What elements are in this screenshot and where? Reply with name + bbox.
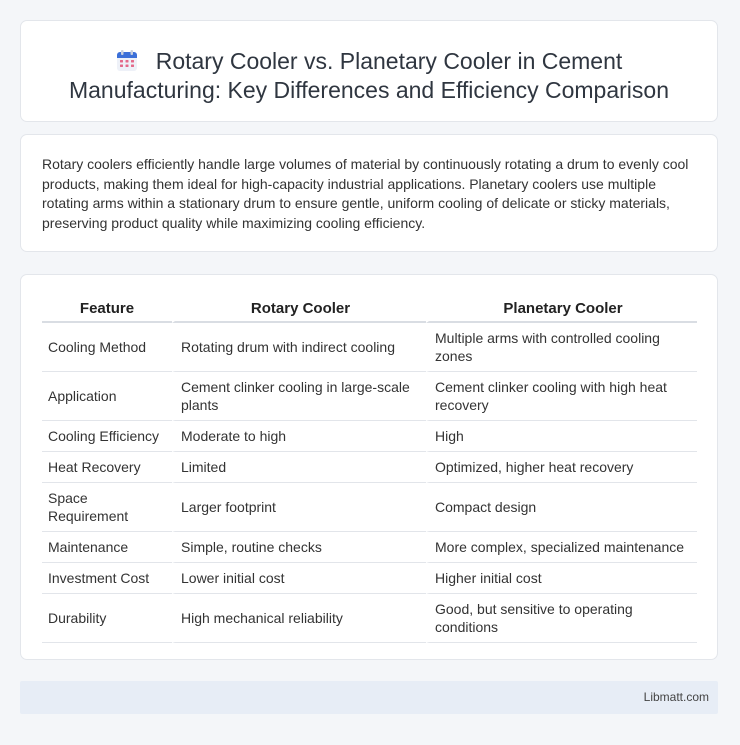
planetary-cell: Higher initial cost	[426, 563, 697, 594]
table-row: Cooling Efficiency Moderate to high High	[42, 421, 697, 452]
table-row: Durability High mechanical reliability G…	[42, 594, 697, 643]
planetary-cell: More complex, specialized maintenance	[426, 532, 697, 563]
page-title: Rotary Cooler vs. Planetary Cooler in Ce…	[21, 21, 717, 105]
planetary-cell: Cement clinker cooling with high heat re…	[426, 372, 697, 421]
summary-card: Rotary coolers efficiently handle large …	[20, 134, 718, 252]
rotary-cell: Simple, routine checks	[172, 532, 426, 563]
planetary-cell: Multiple arms with controlled cooling zo…	[426, 323, 697, 372]
table-row: Space Requirement Larger footprint Compa…	[42, 483, 697, 532]
rotary-cell: Cement clinker cooling in large-scale pl…	[172, 372, 426, 421]
feature-cell: Maintenance	[42, 532, 172, 563]
planetary-cell: Good, but sensitive to operating conditi…	[426, 594, 697, 643]
planetary-cell: High	[426, 421, 697, 452]
table-header-row: Feature Rotary Cooler Planetary Cooler	[42, 295, 697, 323]
feature-cell: Space Requirement	[42, 483, 172, 532]
comparison-table: Feature Rotary Cooler Planetary Cooler C…	[42, 295, 697, 643]
page-title-text: Rotary Cooler vs. Planetary Cooler in Ce…	[68, 48, 669, 103]
header-planetary-cooler: Planetary Cooler	[426, 295, 697, 323]
feature-cell: Durability	[42, 594, 172, 643]
table-row: Heat Recovery Limited Optimized, higher …	[42, 452, 697, 483]
planetary-cell: Compact design	[426, 483, 697, 532]
rotary-cell: Moderate to high	[172, 421, 426, 452]
planetary-cell: Optimized, higher heat recovery	[426, 452, 697, 483]
title-card: Rotary Cooler vs. Planetary Cooler in Ce…	[20, 20, 718, 122]
header-rotary-cooler: Rotary Cooler	[172, 295, 426, 323]
feature-cell: Cooling Efficiency	[42, 421, 172, 452]
feature-cell: Heat Recovery	[42, 452, 172, 483]
rotary-cell: High mechanical reliability	[172, 594, 426, 643]
comparison-card: Feature Rotary Cooler Planetary Cooler C…	[20, 274, 718, 660]
rotary-cell: Rotating drum with indirect cooling	[172, 323, 426, 372]
rotary-cell: Larger footprint	[172, 483, 426, 532]
table-row: Investment Cost Lower initial cost Highe…	[42, 563, 697, 594]
table-row: Cooling Method Rotating drum with indire…	[42, 323, 697, 372]
calendar-icon	[116, 50, 137, 71]
summary-text: Rotary coolers efficiently handle large …	[42, 156, 689, 231]
rotary-cell: Lower initial cost	[172, 563, 426, 594]
feature-cell: Cooling Method	[42, 323, 172, 372]
feature-cell: Application	[42, 372, 172, 421]
table-row: Application Cement clinker cooling in la…	[42, 372, 697, 421]
footer: Libmatt.com	[20, 681, 718, 714]
feature-cell: Investment Cost	[42, 563, 172, 594]
header-feature: Feature	[42, 295, 172, 323]
rotary-cell: Limited	[172, 452, 426, 483]
footer-brand[interactable]: Libmatt.com	[643, 690, 709, 704]
table-row: Maintenance Simple, routine checks More …	[42, 532, 697, 563]
